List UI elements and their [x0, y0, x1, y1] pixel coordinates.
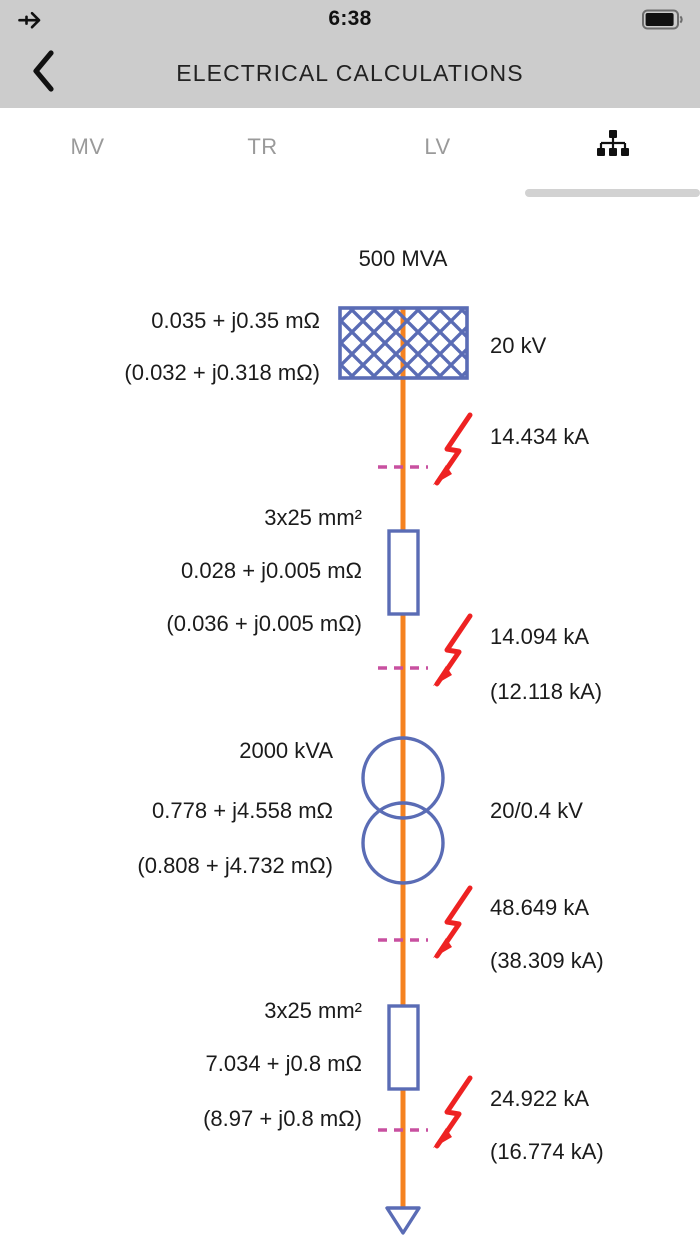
impedance-box-symbol-1: [387, 529, 420, 616]
status-bar: 6:38: [0, 0, 700, 38]
fault-2-current-1-label: 14.094 kA: [490, 624, 590, 649]
fault-4-current-1-label: 24.922 kA: [490, 1086, 590, 1111]
source-rating-label: 500 MVA: [358, 246, 448, 271]
transformer-symbol: [361, 736, 445, 885]
tab-active-indicator: [525, 189, 700, 197]
source-impedance-1-label: 0.035 + j0.35 mΩ: [151, 308, 320, 333]
back-button[interactable]: [14, 38, 74, 108]
fault-arrow-icon-4: [378, 1075, 473, 1149]
tab-tr[interactable]: TR: [175, 108, 350, 186]
fault-2-current-2-label: (12.118 kA): [490, 679, 603, 704]
tab-tr-label: TR: [247, 134, 278, 159]
grid-network-symbol: [338, 306, 469, 380]
cable-1-size-label: 3x25 mm²: [264, 505, 362, 530]
tab-bar: MV TR LV: [0, 108, 700, 200]
transformer-impedance-1-label: 0.778 + j4.558 mΩ: [152, 798, 333, 823]
nav-bar: ELECTRICAL CALCULATIONS: [0, 38, 700, 108]
tab-diagram[interactable]: [525, 108, 700, 186]
chevron-left-icon: [29, 49, 59, 98]
tab-lv[interactable]: LV: [350, 108, 525, 186]
fault-arrow-icon-2: [378, 613, 473, 687]
page-title: ELECTRICAL CALCULATIONS: [176, 59, 524, 86]
fault-arrow-icon-3: [378, 885, 473, 959]
fault-3-current-1-label: 48.649 kA: [490, 895, 590, 920]
tab-mv-label: MV: [70, 134, 105, 159]
transformer-voltage-label: 20/0.4 kV: [490, 798, 583, 823]
cable-2-impedance-2-label: (8.97 + j0.8 mΩ): [203, 1106, 362, 1131]
battery-icon: [642, 9, 684, 30]
single-line-diagram: 500 MVA 0.035 + j0.35 mΩ (0.032 + j0.318…: [0, 200, 700, 1244]
airplane-mode-icon: [17, 8, 43, 32]
status-time: 6:38: [328, 7, 372, 30]
transformer-impedance-2-label: (0.808 + j4.732 mΩ): [137, 853, 333, 878]
cable-2-impedance-1-label: 7.034 + j0.8 mΩ: [205, 1051, 362, 1076]
fault-1-current-label: 14.434 kA: [490, 424, 590, 449]
cable-1-impedance-1-label: 0.028 + j0.005 mΩ: [181, 558, 362, 583]
cable-2-size-label: 3x25 mm²: [264, 998, 362, 1023]
fault-4-current-2-label: (16.774 kA): [490, 1139, 604, 1164]
cable-1-impedance-2-label: (0.036 + j0.005 mΩ): [166, 611, 362, 636]
load-arrow-symbol: [385, 1206, 421, 1235]
tab-mv[interactable]: MV: [0, 108, 175, 186]
tab-lv-label: LV: [424, 134, 451, 159]
fault-arrow-icon-1: [378, 412, 473, 486]
source-impedance-2-label: (0.032 + j0.318 mΩ): [124, 360, 320, 385]
transformer-rating-label: 2000 kVA: [239, 738, 333, 763]
sitemap-icon: [596, 129, 630, 165]
impedance-box-symbol-2: [387, 1004, 420, 1091]
diagram-graphics: [338, 306, 473, 1235]
source-voltage-label: 20 kV: [490, 333, 547, 358]
fault-3-current-2-label: (38.309 kA): [490, 948, 604, 973]
